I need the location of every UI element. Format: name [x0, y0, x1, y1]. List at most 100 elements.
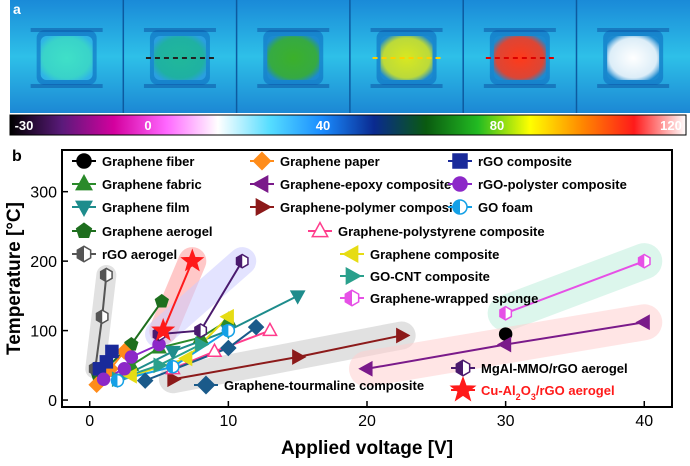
data-point: [154, 293, 169, 308]
data-point: [220, 339, 237, 357]
legend-entry: rGO composite: [448, 153, 572, 169]
legend-entry: Graphene film: [72, 200, 189, 217]
legend-entry: Graphene-polymer composite: [250, 198, 464, 216]
data-point: [247, 318, 265, 336]
legend-entry: Graphene-polystyrene composite: [308, 221, 545, 239]
x-tick-label: 0: [85, 413, 94, 430]
colorbar-tick-label: 120: [660, 118, 682, 133]
data-point: [195, 336, 210, 353]
legend-entry: MgAl-MMO/rGO aerogel: [451, 359, 628, 377]
data-point: [196, 375, 216, 395]
data-point-fill: [77, 246, 84, 262]
data-point: [76, 153, 92, 169]
thermal-frame: [30, 28, 103, 88]
legend-label: MgAl-MMO/rGO aerogel: [481, 361, 628, 376]
legend-label: Graphene-polystyrene composite: [338, 224, 545, 239]
shaded-band: [158, 321, 416, 394]
data-point-fill: [456, 360, 463, 376]
data-point: [167, 371, 182, 388]
x-axis-label: Applied voltage [V]: [281, 438, 453, 459]
legend-label: GO-CNT composite: [370, 269, 490, 284]
data-point: [345, 267, 362, 285]
data-point: [635, 314, 650, 331]
data-point: [219, 308, 234, 325]
data-point: [151, 317, 176, 341]
data-point: [180, 248, 205, 272]
data-point-fill: [111, 374, 118, 387]
data-point: [122, 367, 137, 384]
data-point: [75, 222, 93, 238]
legend-label: Cu-Al2O3/rGO aerogel: [481, 383, 615, 402]
data-point: [452, 153, 468, 169]
legend-entry: Graphene fabric: [72, 174, 202, 192]
data-point-fill: [236, 254, 243, 268]
series-markers: [122, 308, 234, 384]
legend-entry: Graphene-tourmaline composite: [194, 375, 424, 395]
thermal-frame: [575, 0, 670, 113]
legend-label: rGO aerogel: [102, 247, 177, 262]
data-point-fill: [453, 200, 460, 214]
colorbar-tick-label: 0: [144, 118, 151, 133]
data-point: [116, 343, 133, 360]
data-point: [452, 176, 468, 192]
x-tick-label: 40: [635, 413, 653, 430]
data-point-fill: [638, 254, 645, 268]
data-point: [342, 245, 359, 263]
legend-label: rGO composite: [478, 154, 572, 169]
panel-a-label: a: [13, 1, 21, 17]
legend-label: Graphene fabric: [102, 177, 202, 192]
series-markers: [358, 314, 650, 377]
legend-label: Graphene-polymer composite: [280, 200, 464, 215]
thermal-frame: [462, 0, 556, 113]
data-point: [124, 350, 139, 364]
legend-label: Graphene-wrapped sponge: [370, 291, 538, 306]
data-point: [165, 345, 181, 361]
legend-entry: rGO-polyster composite: [448, 176, 627, 192]
data-point: [206, 342, 223, 357]
y-axis-label: Temperature [°C]: [4, 202, 25, 355]
legend-label: Graphene paper: [280, 154, 380, 169]
legend-entry: GO-CNT composite: [340, 267, 490, 285]
thermal-frame: [235, 0, 330, 113]
series-markers: [110, 323, 236, 388]
x-tick-label: 30: [497, 413, 515, 430]
legend-entry: Graphene aerogel: [72, 222, 213, 239]
data-point: [75, 200, 93, 217]
series-markers: [88, 248, 651, 394]
legend-entry: Cu-Al2O3/rGO aerogel: [449, 375, 615, 402]
panel-b-label: b: [12, 148, 22, 165]
legend-label: Graphene composite: [370, 247, 499, 262]
data-point-fill: [345, 290, 352, 306]
series-markers: [151, 248, 205, 341]
data-point: [449, 375, 477, 402]
series-markers: [499, 253, 651, 321]
thermal-frame: [122, 0, 216, 113]
data-point: [292, 349, 307, 365]
legend-entry: Graphene paper: [250, 151, 380, 171]
data-point-fill: [194, 323, 201, 338]
legend-label: rGO-polyster composite: [478, 177, 627, 192]
legend-label: Graphene aerogel: [102, 224, 213, 239]
x-tick-label: 20: [358, 413, 376, 430]
legend-label: Graphene fiber: [102, 154, 194, 169]
thermal-frame: [349, 0, 443, 113]
colorbar-tick-label: 40: [316, 118, 330, 133]
legend-entry: GO foam: [448, 199, 533, 215]
series-line: [162, 260, 194, 331]
data-point: [252, 175, 269, 193]
data-point: [396, 327, 411, 344]
legend-entry: rGO aerogel: [72, 245, 177, 263]
data-point: [289, 290, 306, 305]
data-point: [496, 336, 512, 353]
series-markers: [167, 327, 411, 388]
data-point-fill: [96, 310, 103, 324]
legend-label: GO foam: [478, 200, 533, 215]
colorbar-tick-label: -30: [15, 118, 34, 133]
data-point: [358, 360, 373, 377]
data-point: [117, 362, 132, 376]
y-tick-label: 100: [30, 324, 57, 341]
legend-label: Graphene-tourmaline composite: [224, 378, 424, 393]
y-tick-label: 200: [30, 254, 57, 271]
